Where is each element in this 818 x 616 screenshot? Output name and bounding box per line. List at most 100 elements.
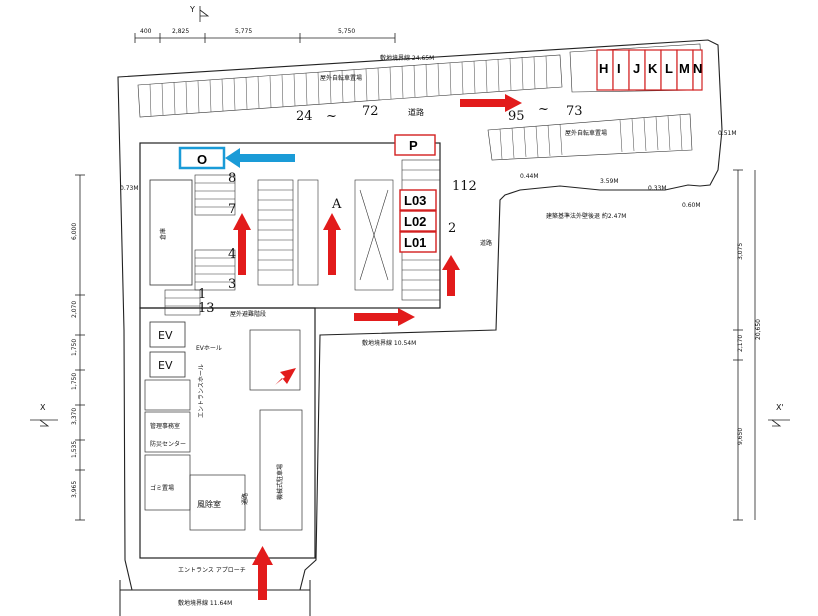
marker-l02: L02 <box>404 214 426 229</box>
right-dim-1: 20,650 <box>755 319 762 340</box>
parking-slot-h: H <box>599 61 608 76</box>
setback-label: 建築基準法外壁後退 約2.47M <box>546 212 626 220</box>
marker-l03-box <box>399 189 437 211</box>
arrow-up-bottom <box>252 546 273 600</box>
right-dim-3: 9,650 <box>737 428 744 445</box>
storage-room <box>149 179 193 286</box>
storage-label: 倉庫 <box>159 228 167 240</box>
parking-slot-m: M <box>679 61 690 76</box>
mech-parking-1 <box>257 179 294 286</box>
left-dim-6: 3,965 <box>71 481 78 498</box>
hand-73: 73 <box>566 104 583 119</box>
entrance-approach-label: エントランス アプローチ <box>178 567 246 574</box>
arrow-right-mid <box>354 308 415 326</box>
right-dim-0: 3,075 <box>737 243 744 260</box>
hand-4: 3 <box>228 277 236 292</box>
parking-slot-l: L <box>665 61 673 76</box>
arrow-diagonal <box>272 368 296 388</box>
hand-3: 1 <box>198 287 206 302</box>
stairs-left <box>164 174 236 316</box>
y-axis-marker <box>199 6 210 22</box>
hand-112: 112 <box>452 179 477 194</box>
top-dim-3: 5,750 <box>338 28 355 35</box>
mech-parking-2 <box>297 179 319 286</box>
top-dim-0: 400 <box>140 28 152 35</box>
mech-parking-3 <box>354 179 394 291</box>
passage-label: 通路 <box>241 493 249 505</box>
top-dimension-line <box>134 33 396 43</box>
x-prime-axis-marker <box>768 419 790 427</box>
bicycle-right-label: 屋外自転車置場 <box>565 129 607 137</box>
wind-room-label: 風除室 <box>197 499 221 509</box>
arrow-up-mid <box>323 213 341 275</box>
mech-parking-label: 機械式駐車場 <box>276 464 284 500</box>
left-dim-5: 1,535 <box>71 441 78 458</box>
dim-c: 3.59M <box>600 178 619 185</box>
trash-label: ゴミ置場 <box>150 484 174 492</box>
marker-p: P <box>409 138 418 153</box>
boundary-bottom: 敷地境界線 11.64M <box>178 599 232 607</box>
ev-hall-label: EVホール <box>196 345 222 352</box>
parking-slot-i: I <box>617 61 621 76</box>
dim-b: 0.33M <box>648 185 667 192</box>
hand-2: 2 <box>448 221 456 236</box>
outdoor-stairs-label: 屋外避難階段 <box>230 310 266 318</box>
ev-shafts <box>149 321 186 378</box>
bicycle-rack-right-lines <box>499 114 683 160</box>
parking-slot-j: J <box>633 61 640 76</box>
hand-a: A <box>331 197 342 212</box>
hand-1: 13 <box>198 301 215 316</box>
arrow-up-left <box>233 213 251 275</box>
ev2-label: EV <box>158 359 173 372</box>
right-dimension-line <box>733 169 756 521</box>
boundary-middle: 敷地境界線 10.54M <box>362 339 416 347</box>
bicycle-top-label: 屋外自転車置場 <box>320 74 362 82</box>
boundary-right-low: 0.60M <box>682 202 701 209</box>
parking-slot-k: K <box>648 61 658 76</box>
road-right-label: 道路 <box>480 239 492 247</box>
marker-l03: L03 <box>404 193 426 208</box>
bicycle-rack-top-lines <box>149 55 548 117</box>
bicycle-rack-right <box>487 113 693 161</box>
arrow-blue-left <box>225 148 295 168</box>
left-dim-0: 6,000 <box>71 223 78 240</box>
boundary-left-top: 0.73M <box>120 185 139 192</box>
left-dim-1: 2,070 <box>71 301 78 318</box>
parking-slot-n: N <box>693 61 702 76</box>
arrow-road-right <box>460 94 522 112</box>
hand-tilde-2: ~ <box>538 102 549 117</box>
boundary-top-label: 敷地境界線 24.65M <box>380 54 434 62</box>
marker-l01-box <box>399 231 437 253</box>
left-dim-4: 3,370 <box>71 408 78 425</box>
top-dim-2: 5,775 <box>235 28 252 35</box>
marker-l02-box <box>399 210 437 232</box>
mgmt-label: 管理事務室 <box>150 422 180 430</box>
x-prime-label: X' <box>776 403 784 412</box>
hand-12: 8 <box>228 171 236 186</box>
marker-o-box <box>178 146 226 170</box>
marker-l01: L01 <box>404 235 426 250</box>
bottom-frontage <box>119 580 311 616</box>
top-dim-1: 2,825 <box>172 28 189 35</box>
hand-24: 24 <box>296 109 313 124</box>
boundary-right-mid: 0.51M <box>718 130 737 137</box>
left-dimension-line <box>75 174 85 521</box>
parking-slots <box>596 49 703 91</box>
y-axis-label: Y <box>189 5 195 14</box>
marker-p-box <box>394 134 436 156</box>
disaster-label: 防災センター <box>150 440 186 448</box>
hand-tilde-1: ~ <box>326 109 337 124</box>
arrow-up-right <box>442 255 460 296</box>
lower-rooms <box>144 329 303 531</box>
left-dim-3: 1,750 <box>71 373 78 390</box>
entrance-hall-label: エントランスホール <box>198 364 205 418</box>
marker-o: O <box>197 152 207 167</box>
ev1-label: EV <box>158 329 173 342</box>
x-axis-label: X <box>40 403 46 412</box>
hand-72: 72 <box>362 104 379 119</box>
right-dim-2: 2,170 <box>737 335 744 352</box>
left-dim-2: 1,750 <box>71 339 78 356</box>
road-top-label: 道路 <box>408 107 424 117</box>
hand-7: 4 <box>228 247 236 262</box>
